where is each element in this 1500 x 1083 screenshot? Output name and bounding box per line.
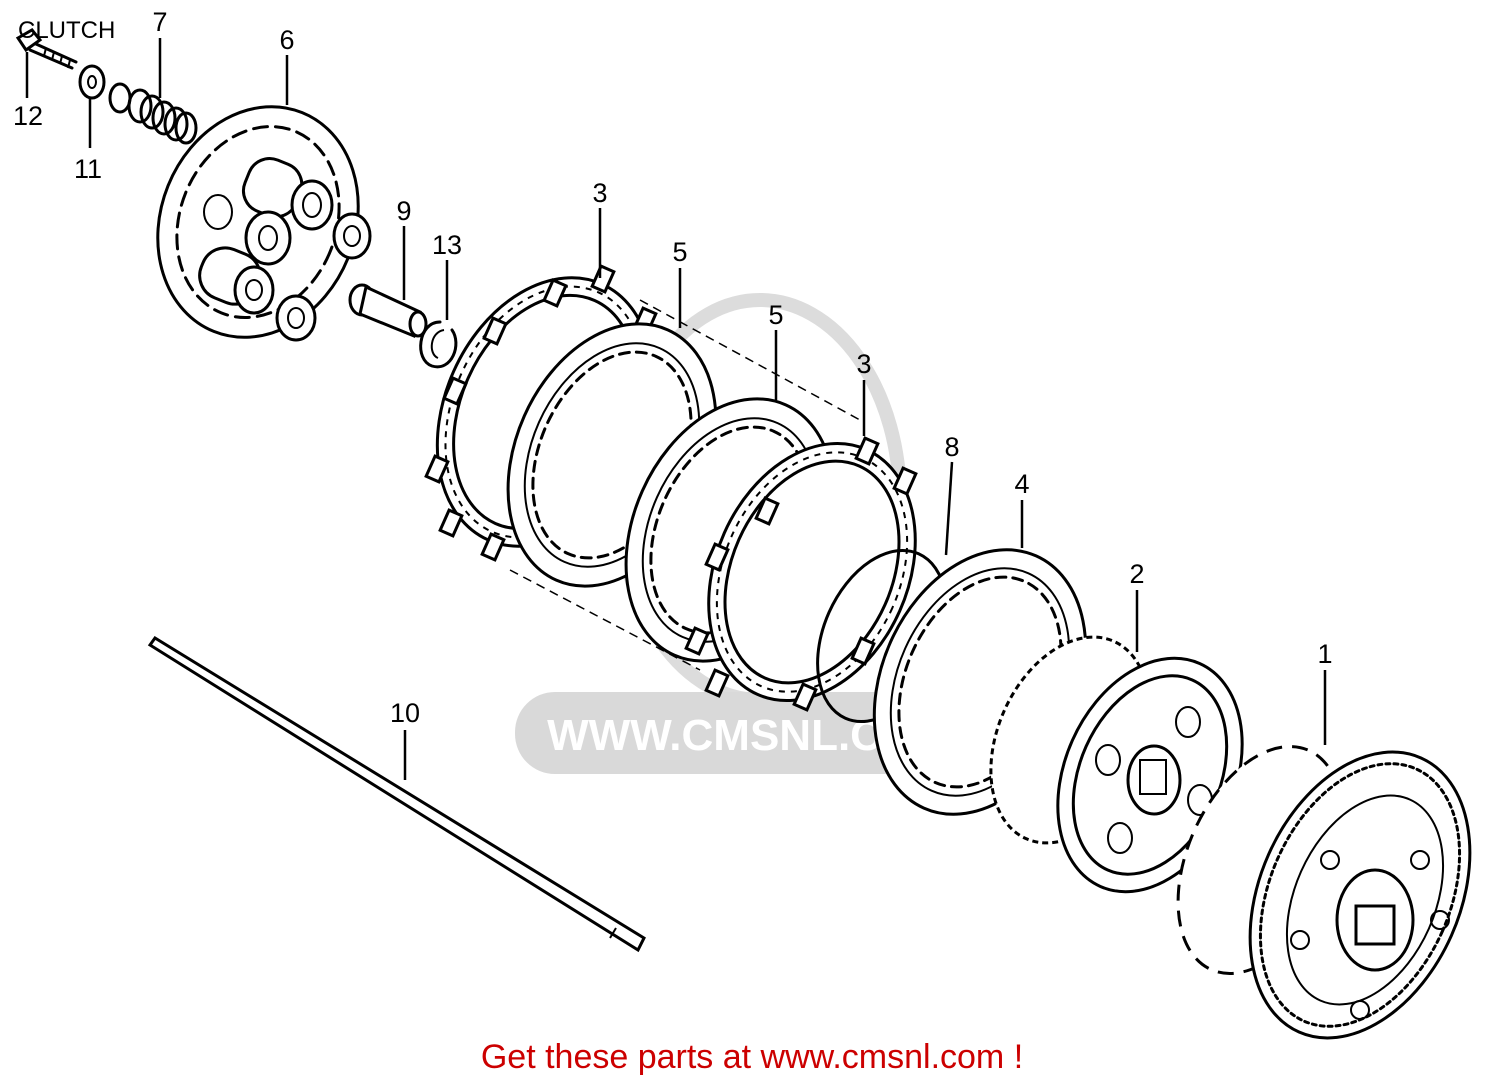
callout-9: 9: [396, 196, 411, 226]
friction-disk-lower-part: [684, 436, 918, 712]
clutch-housing-part: [1176, 745, 1472, 1040]
callout-1: 1: [1317, 639, 1332, 669]
diagram-title: CLUTCH: [18, 17, 115, 44]
callout-5-middle: 5: [768, 300, 783, 330]
callout-13: 13: [432, 230, 462, 260]
callout-10: 10: [390, 698, 420, 728]
callout-4: 4: [1014, 469, 1029, 499]
callout-8: 8: [944, 432, 959, 462]
callout-12: 12: [13, 101, 43, 131]
washer-part: [78, 64, 106, 100]
callout-7: 7: [152, 7, 167, 37]
callout-labels: 1 2 3 3 4 5 5 6 7 8 9 10 11 12 13: [13, 7, 1333, 728]
shop-link[interactable]: Get these parts at www.cmsnl.com !: [481, 1038, 1023, 1076]
callout-11: 11: [74, 154, 102, 184]
spring-part: [108, 82, 198, 145]
watermark-banner: [515, 692, 985, 774]
lifter-rod-part: [147, 635, 646, 953]
lifter-piece-part: [348, 283, 428, 339]
bolt-part: [15, 28, 78, 70]
circlip-part: [419, 320, 458, 369]
callout-2: 2: [1129, 559, 1144, 589]
callout-3-upper: 3: [592, 178, 607, 208]
pressure-plate-part: [156, 105, 372, 342]
callout-5-upper: 5: [672, 237, 687, 267]
leader-lines: [25, 38, 1327, 780]
callout-3-lower: 3: [856, 349, 871, 379]
alignment-guides: [509, 299, 861, 671]
callout-6: 6: [279, 25, 294, 55]
